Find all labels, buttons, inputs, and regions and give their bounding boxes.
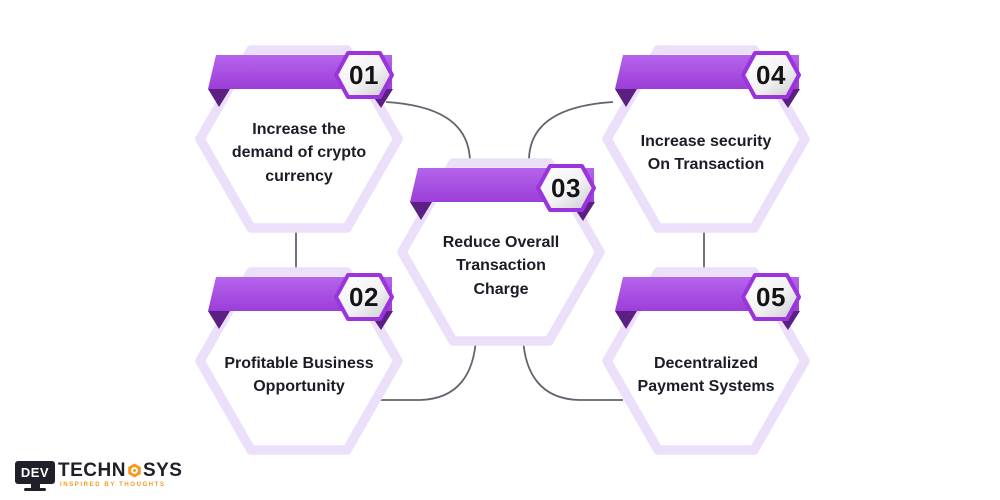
- ribbon-fold-left: [208, 89, 230, 107]
- number-badge: [334, 273, 394, 321]
- step-number: 01: [349, 60, 379, 90]
- monitor-screen-text: DEV: [15, 461, 55, 484]
- step-number: 02: [349, 282, 379, 312]
- hexagon-card-04: 04 Increase security On Transaction: [600, 40, 812, 236]
- ribbon-fold-left: [615, 89, 637, 107]
- hexagon-card-02: 02 Profitable Business Opportunity: [193, 262, 405, 458]
- connector-card4-card3: [528, 101, 614, 160]
- number-badge: [741, 51, 801, 99]
- card-title: Increase security On Transaction: [640, 132, 772, 173]
- number-badge: [536, 164, 596, 212]
- number-badge: [741, 273, 801, 321]
- step-number: 03: [551, 173, 581, 203]
- ribbon-fold-left: [410, 202, 432, 220]
- logo-wordmark: TECHN SYS: [58, 461, 182, 480]
- logo-name-right: SYS: [142, 460, 183, 481]
- step-number: 05: [756, 282, 786, 312]
- logo-name-left: TECHN: [58, 460, 126, 481]
- connector-card3-card2: [377, 337, 477, 401]
- card-title: Profitable Business Opportunity: [224, 354, 374, 395]
- logo-tagline: INSPIRED BY THOUGHTS: [60, 482, 166, 488]
- ribbon-fold-left: [208, 311, 230, 329]
- hexagon-card-05: 05 Decentralized Payment Systems: [600, 262, 812, 458]
- card-title: Decentralized Payment Systems: [637, 354, 775, 395]
- ribbon-fold-left: [615, 311, 637, 329]
- monitor-icon: DEV: [15, 461, 55, 491]
- hexagon-card-01: 01 Increase the demand of crypto currenc…: [193, 40, 405, 236]
- card-title: Reduce Overall Transaction Charge: [442, 234, 560, 298]
- devtechnosys-logo: DEV TECHN SYS INSPIRED BY THOUGHTS: [15, 461, 182, 491]
- card-title: Increase the demand of crypto currency: [231, 121, 367, 185]
- connector-card3-card5: [522, 337, 623, 401]
- hexagon-card-03: 03 Reduce Overall Transaction Charge: [395, 153, 607, 349]
- number-badge: [334, 51, 394, 99]
- step-number: 04: [756, 60, 786, 90]
- hexagon-gear-icon: [128, 463, 141, 478]
- connector-card1-card3: [385, 101, 471, 162]
